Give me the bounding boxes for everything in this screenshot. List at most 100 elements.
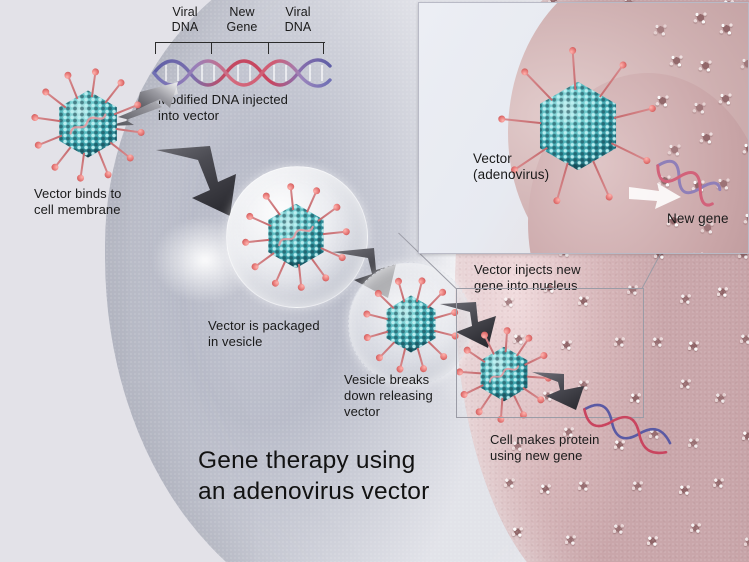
nuclear-pore — [510, 524, 527, 539]
virus-fiber-spike — [317, 202, 342, 222]
nuclear-pore — [629, 478, 646, 493]
magnified-region-box — [456, 288, 644, 418]
step-label-cell-makes-protein: Cell makes protein using new gene — [490, 432, 600, 463]
step-label-vector-injects: Vector injects new gene into nucleus — [474, 262, 581, 293]
nuclear-pore — [738, 331, 749, 346]
virus-fiber-spike — [270, 261, 286, 288]
nuclear-pore — [698, 219, 719, 238]
figure-title: Gene therapy using an adenovirus vector — [198, 447, 430, 505]
nuclear-pore — [563, 532, 580, 547]
step-label-modified-dna-injected: Modified DNA injected into vector — [158, 92, 288, 123]
arrow-dna-to-vector — [100, 82, 178, 128]
nuclear-pore — [714, 285, 731, 300]
nuclear-pore — [740, 429, 749, 444]
nuclear-pore — [667, 51, 688, 70]
virus-fiber-spike — [286, 182, 295, 211]
adenovirus-vector-binding — [31, 68, 145, 182]
nuclear-pore — [663, 212, 684, 231]
nuclear-pore — [611, 522, 628, 537]
virus-fiber-spike — [306, 186, 322, 213]
virus-fiber-spike — [90, 68, 100, 98]
inset-label-new-gene: New gene — [667, 211, 729, 226]
nuclear-pore — [741, 210, 748, 229]
virus-fiber-spike — [362, 309, 388, 321]
virus-fiber-spike — [115, 127, 145, 137]
virus-fiber-spike — [40, 87, 67, 109]
virus-fiber-spike — [362, 330, 389, 342]
adenovirus-vector-released — [362, 276, 460, 374]
nuclear-pore — [690, 9, 711, 28]
adenovirus-vector-injecting — [455, 326, 553, 424]
nuclear-pore — [538, 482, 554, 497]
nuclear-pore — [738, 54, 748, 73]
virus-fiber-spike — [519, 66, 553, 101]
nuclear-pore — [677, 482, 694, 497]
bracket-label-new-gene: New Gene — [226, 5, 258, 35]
step-label-vector-binds: Vector binds to cell membrane — [34, 186, 122, 217]
nuclear-pore — [687, 521, 704, 536]
arrow-entry-into-cell — [152, 140, 282, 252]
nuclear-pore — [652, 92, 673, 111]
inset-injection-arrow — [629, 181, 685, 213]
nuclear-pore — [712, 390, 729, 405]
virus-fiber-spike — [415, 276, 427, 302]
adenovirus-vector-detail — [497, 46, 657, 206]
virus-fiber-spike — [245, 211, 272, 227]
virus-fiber-spike — [104, 77, 126, 104]
virus-fiber-spike — [394, 276, 406, 303]
virus-genome — [64, 106, 112, 142]
nuclear-pore — [677, 292, 694, 307]
nuclear-pore — [665, 140, 686, 159]
nuclear-pore — [649, 334, 666, 349]
inset-label-vector: Vector (adenovirus) — [473, 151, 550, 183]
inset-new-gene-helix — [644, 145, 728, 220]
new-gene-dna-strand — [572, 387, 680, 472]
virus-genome — [484, 359, 523, 388]
virus-fiber-spike — [76, 152, 86, 182]
virus-fiber-spike — [374, 341, 396, 363]
nuclear-pore — [710, 475, 727, 490]
nuclear-pore — [677, 377, 694, 392]
bracket-label-viral-dna-right: Viral DNA — [284, 5, 312, 35]
nuclear-pore — [686, 338, 702, 353]
nuclear-pore — [686, 436, 703, 451]
step-label-vesicle-breaks: Vesicle breaks down releasing vector — [344, 372, 433, 419]
virus-fiber-spike — [322, 227, 351, 236]
dna-region-bracket — [155, 42, 325, 54]
nuclear-pore — [747, 10, 748, 29]
virus-fiber-spike — [250, 252, 275, 272]
step-label-vector-packaged: Vector is packaged in vesicle — [208, 318, 320, 349]
modified-dna-helix — [152, 56, 332, 90]
virus-fiber-spike — [33, 134, 63, 150]
nuclear-pore — [687, 249, 708, 253]
virus-fiber-spike — [261, 191, 281, 216]
bracket-label-viral-dna-left: Viral DNA — [171, 5, 199, 35]
virus-fiber-spike — [311, 258, 331, 283]
nuclear-pore — [501, 476, 518, 491]
virus-fiber-spike — [31, 113, 61, 123]
virus-fiber-spike — [592, 160, 614, 202]
virus-fiber-spike — [610, 142, 652, 166]
arrow-gene-entry — [530, 368, 606, 416]
nuclear-pore — [651, 21, 671, 39]
nuclear-pore — [645, 534, 662, 549]
nuclear-pore — [715, 89, 736, 108]
nuclear-pore — [690, 99, 711, 118]
nuclear-pore — [740, 140, 748, 159]
adenovirus-vector-in-vesicle — [241, 182, 351, 292]
virus-fiber-spike — [599, 59, 629, 98]
nuclear-pore — [742, 534, 749, 549]
virus-fiber-spike — [109, 141, 136, 163]
virus-fiber-spike — [50, 146, 72, 173]
nuclear-pore — [697, 129, 718, 148]
nuclear-pore — [717, 20, 738, 39]
inset-membrane-proteins — [419, 3, 748, 253]
virus-fiber-spike — [373, 288, 395, 310]
virus-fiber-spike — [97, 150, 113, 180]
virus-fiber-spike — [297, 263, 306, 292]
inset-detail-panel: Vector (adenovirus) New gene — [418, 2, 749, 254]
virus-fiber-spike — [241, 238, 270, 247]
nuclear-pore — [696, 56, 717, 75]
virus-fiber-spike — [395, 348, 407, 374]
